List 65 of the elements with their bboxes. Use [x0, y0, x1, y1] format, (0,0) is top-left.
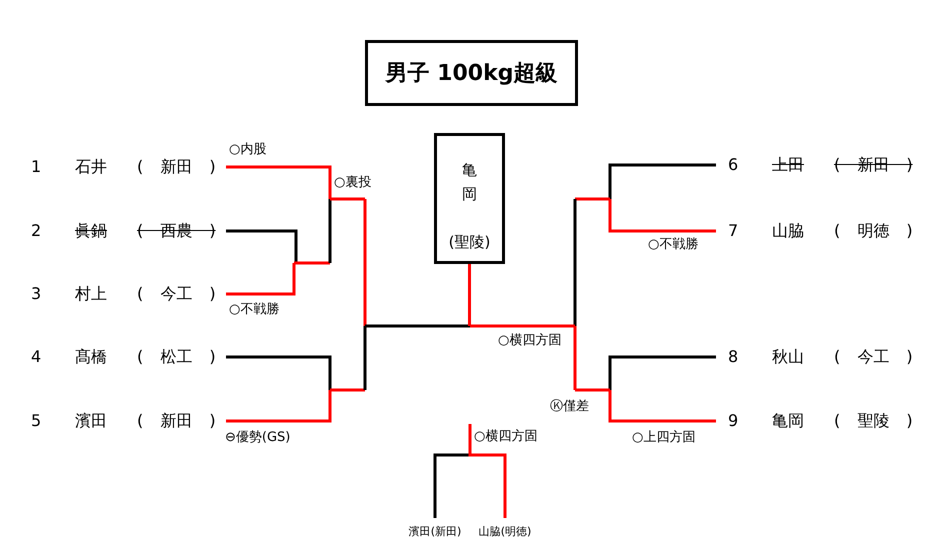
bracket-line: [330, 388, 365, 392]
school-name: ( 新田 ): [137, 410, 216, 432]
result-label: ○内股: [229, 142, 266, 158]
school-name: ( 今工 ): [834, 346, 913, 368]
result-label: ○裏投: [334, 175, 372, 191]
seed-number: 3: [31, 283, 42, 305]
bracket-line: [470, 324, 575, 328]
winner-box: [434, 133, 505, 264]
finalist-label: 山脇(明徳): [478, 524, 532, 540]
player-name: 上田: [772, 154, 804, 176]
bracket-line: [330, 198, 365, 200]
result-label: ○不戦勝: [648, 237, 698, 253]
bracket-line: [365, 324, 470, 328]
player-name: 石井: [75, 156, 107, 178]
school-name: ( 今工 ): [137, 283, 216, 305]
winner-school: (聖陵): [448, 233, 492, 251]
bracket-line: [574, 326, 576, 390]
bracket-line: [608, 164, 716, 199]
bracket-line: [226, 230, 298, 263]
school-name: ( 松工 ): [137, 346, 216, 368]
result-label: ⊖優勢(GS): [225, 430, 290, 446]
school-name: ( 西農 ): [137, 220, 216, 242]
bracket-line: [468, 264, 471, 326]
bracket-line: [575, 388, 610, 392]
bracket-line: [226, 356, 332, 390]
school-name: ( 新田 ): [137, 156, 216, 178]
bracket-line: [226, 390, 332, 422]
bracket-line: [608, 356, 716, 390]
result-label: ○横四方固: [498, 333, 562, 349]
bracket-line: [328, 199, 332, 263]
result-label: Ⓚ僅差: [550, 399, 589, 415]
school-name: ( 新田 ): [834, 154, 913, 176]
result-label: ○上四方固: [632, 430, 696, 446]
bracket-line: [434, 424, 506, 518]
bracket-line: [226, 263, 296, 296]
finalist-label: 濱田(新田): [408, 524, 462, 540]
player-name: 秋山: [772, 346, 804, 368]
edge-label: ○横四方固: [474, 429, 538, 445]
player-name: 亀岡: [772, 410, 804, 432]
bracket-line: [364, 326, 366, 390]
bracket-line: [575, 198, 610, 200]
title-box: 男子 100kg超級: [365, 40, 578, 106]
bracket-line: [294, 262, 330, 264]
seed-number: 5: [31, 410, 42, 432]
player-name: 眞鍋: [75, 220, 107, 242]
player-name: 山脇: [772, 220, 804, 242]
seed-number: 6: [728, 154, 738, 176]
player-name: 濱田: [75, 410, 107, 432]
bracket-line: [608, 199, 716, 232]
school-name: ( 聖陵 ): [834, 410, 913, 432]
seed-number: 9: [728, 410, 738, 432]
bracket-line: [574, 199, 576, 326]
school-name: ( 明徳 ): [834, 220, 913, 242]
seed-number: 2: [31, 220, 42, 242]
player-name: 村上: [75, 283, 107, 305]
seed-number: 8: [728, 346, 738, 368]
seed-number: 4: [31, 346, 42, 368]
bracket-line: [608, 390, 716, 422]
bracket-line: [226, 166, 332, 199]
result-label: ○不戦勝: [229, 302, 280, 318]
seed-number: 7: [728, 220, 738, 242]
bracket-line: [364, 199, 366, 326]
seed-number: 1: [31, 156, 42, 178]
winner-name: 亀岡: [462, 160, 478, 205]
player-name: 髙橋: [75, 346, 107, 368]
